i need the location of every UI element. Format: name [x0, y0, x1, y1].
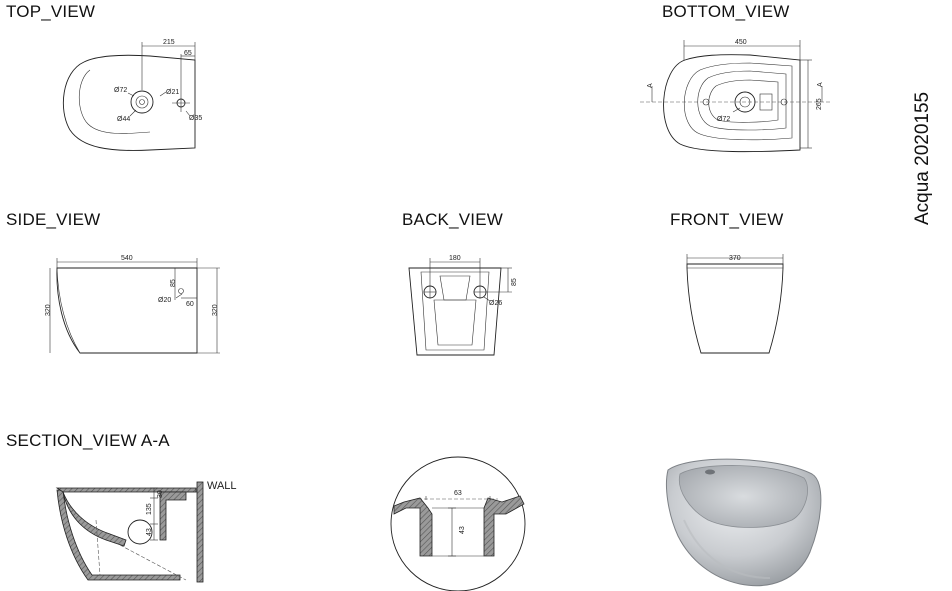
side-view-title: SIDE_VIEW — [6, 210, 101, 229]
top-dim-overflow: Ø21 — [166, 89, 179, 96]
section-dim-top: 30 — [157, 490, 164, 498]
side-dim-hole: Ø20 — [158, 297, 171, 304]
top-view-title: TOP_VIEW — [6, 2, 96, 21]
back-dim-hole: Ø26 — [489, 300, 502, 307]
top-dim-offset: 65 — [184, 50, 192, 57]
side-dim-gap: 60 — [186, 301, 194, 308]
top-dim-inner: Ø44 — [117, 116, 130, 123]
top-view-drawing — [62, 42, 196, 151]
front-dim-width: 370 — [729, 255, 741, 262]
bottom-section-marker-right: A — [817, 82, 824, 87]
top-dim-side-hole: Ø35 — [189, 115, 202, 122]
side-view-drawing — [49, 258, 220, 354]
side-dim-height-left: 320 — [45, 304, 52, 316]
back-view-drawing — [408, 258, 512, 356]
back-dim-spacing: 180 — [449, 255, 461, 262]
side-dim-length: 540 — [121, 255, 133, 262]
section-view-title: SECTION_VIEW A-A — [6, 431, 170, 450]
front-view-title: FRONT_VIEW — [670, 210, 784, 229]
detail-dim-width: 63 — [454, 490, 462, 497]
bottom-dim-length: 450 — [735, 39, 747, 46]
top-dim-tap-hole: Ø72 — [114, 87, 127, 94]
back-dim-height: 85 — [511, 278, 518, 286]
bottom-view-drawing — [640, 40, 830, 153]
bottom-section-marker-left: A — [647, 83, 654, 88]
side-dim-height-right: 320 — [212, 304, 219, 316]
side-dim-vert: 85 — [170, 279, 177, 287]
wall-label: WALL — [207, 480, 237, 492]
bottom-dim-drain: Ø72 — [717, 116, 730, 123]
back-view-title: BACK_VIEW — [402, 210, 503, 229]
bottom-view-title: BOTTOM_VIEW — [662, 2, 790, 21]
bottom-dim-depth: 265 — [816, 98, 823, 110]
detail-dim-height: 43 — [459, 526, 466, 534]
product-render — [665, 458, 822, 587]
wall-section — [196, 481, 204, 583]
section-view-drawing — [55, 481, 204, 583]
section-dim-low: 43 — [146, 528, 153, 536]
detail-view-drawing — [390, 456, 526, 591]
top-dim-width: 215 — [163, 39, 175, 46]
section-dim-mid: 135 — [146, 503, 153, 515]
front-view-drawing — [686, 254, 784, 354]
